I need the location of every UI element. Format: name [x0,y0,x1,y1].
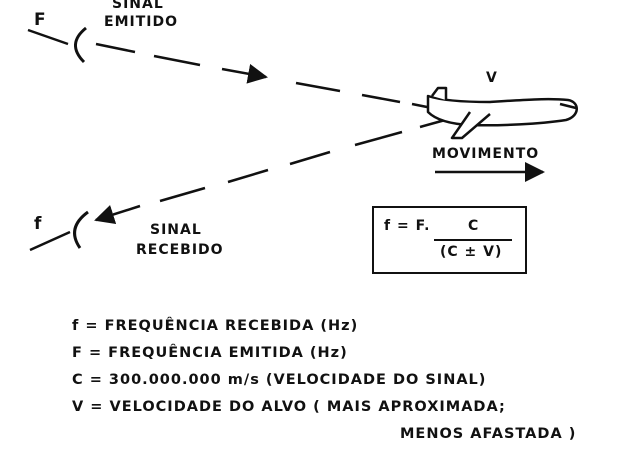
label-sinal-emitido-1: SINAL [112,0,164,12]
legend-symbol: F [72,345,83,361]
legend-row-V-cont: MENOS AFASTADA ) [400,426,576,442]
legend-text: MENOS AFASTADA ) [400,426,577,442]
emitter-wave-icon [74,26,87,64]
legend-row-C: C = 300.000.000 m/s (VELOCIDADE DO SINAL… [72,372,486,388]
label-f-received: f [34,214,42,234]
formula-numerator: C [468,218,480,234]
receiver-line [29,230,71,252]
legend-symbol: V [72,399,85,415]
label-V-plane: V [486,70,498,86]
label-F-emitted: F [34,10,46,30]
formula-denominator: (C ± V) [440,244,503,260]
doppler-diagram [27,26,578,252]
legend-row-f: f = FREQUÊNCIA RECEBIDA (Hz) [72,318,358,334]
airplane-icon [426,86,578,140]
legend-text: = VELOCIDADE DO ALVO ( MAIS APROXIMADA; [90,399,506,415]
legend-text: = 300.000.000 m/s (VELOCIDADE DO SINAL) [89,372,487,388]
legend-row-V: V = VELOCIDADE DO ALVO ( MAIS APROXIMADA… [72,399,506,415]
emitted-signal-path [95,42,433,110]
label-movimento: MOVIMENTO [432,146,540,162]
label-sinal-emitido-2: EMITIDO [104,14,178,30]
legend-text: = FREQUÊNCIA RECEBIDA (Hz) [85,318,359,334]
received-signal-path [94,115,457,225]
formula-lhs: f = F. [384,218,431,234]
formula-box [372,206,527,274]
receiver-wave-icon [73,210,89,249]
legend-text: = FREQUÊNCIA EMITIDA (Hz) [88,345,348,361]
label-sinal-recebido-2: RECEBIDO [136,242,224,258]
label-sinal-recebido-1: SINAL [150,222,202,238]
legend-symbol: C [72,372,84,388]
legend-symbol: f [72,318,80,334]
emitter-line [27,28,69,46]
legend-row-F: F = FREQUÊNCIA EMITIDA (Hz) [72,345,348,361]
